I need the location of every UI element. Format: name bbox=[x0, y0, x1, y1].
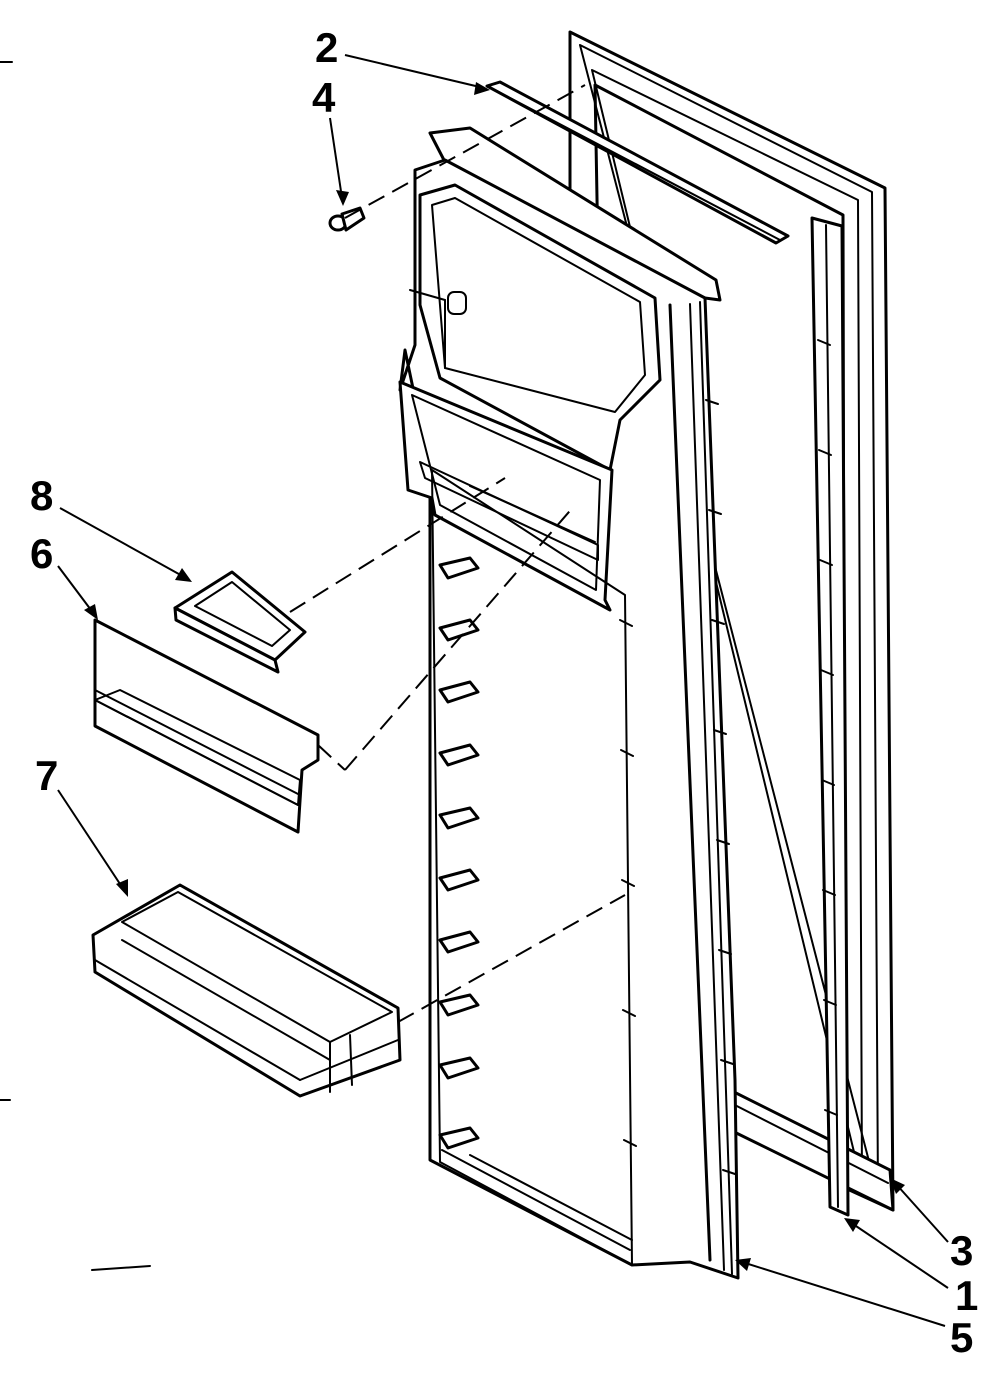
callout-8: 8 bbox=[30, 472, 53, 519]
callout-3: 3 bbox=[950, 1227, 973, 1274]
callout-labels: 2 4 8 6 7 3 1 5 bbox=[30, 24, 978, 1361]
callout-2: 2 bbox=[315, 24, 338, 71]
callout-4: 4 bbox=[312, 74, 336, 121]
callout-1: 1 bbox=[955, 1272, 978, 1319]
shelf-bar bbox=[93, 618, 320, 834]
assembly-lines bbox=[289, 84, 626, 1023]
door-liner-strip bbox=[810, 216, 850, 1217]
scan-marks bbox=[0, 61, 151, 1271]
inner-door-panel bbox=[398, 126, 740, 1280]
top-trim bbox=[485, 80, 790, 245]
door-bin bbox=[91, 883, 402, 1098]
callout-7: 7 bbox=[35, 752, 58, 799]
callout-5: 5 bbox=[950, 1314, 973, 1361]
shelf-pegs bbox=[438, 556, 480, 1150]
screw bbox=[328, 206, 366, 232]
small-tray bbox=[173, 570, 307, 674]
leader-lines bbox=[57, 54, 949, 1327]
callout-6: 6 bbox=[30, 530, 53, 577]
